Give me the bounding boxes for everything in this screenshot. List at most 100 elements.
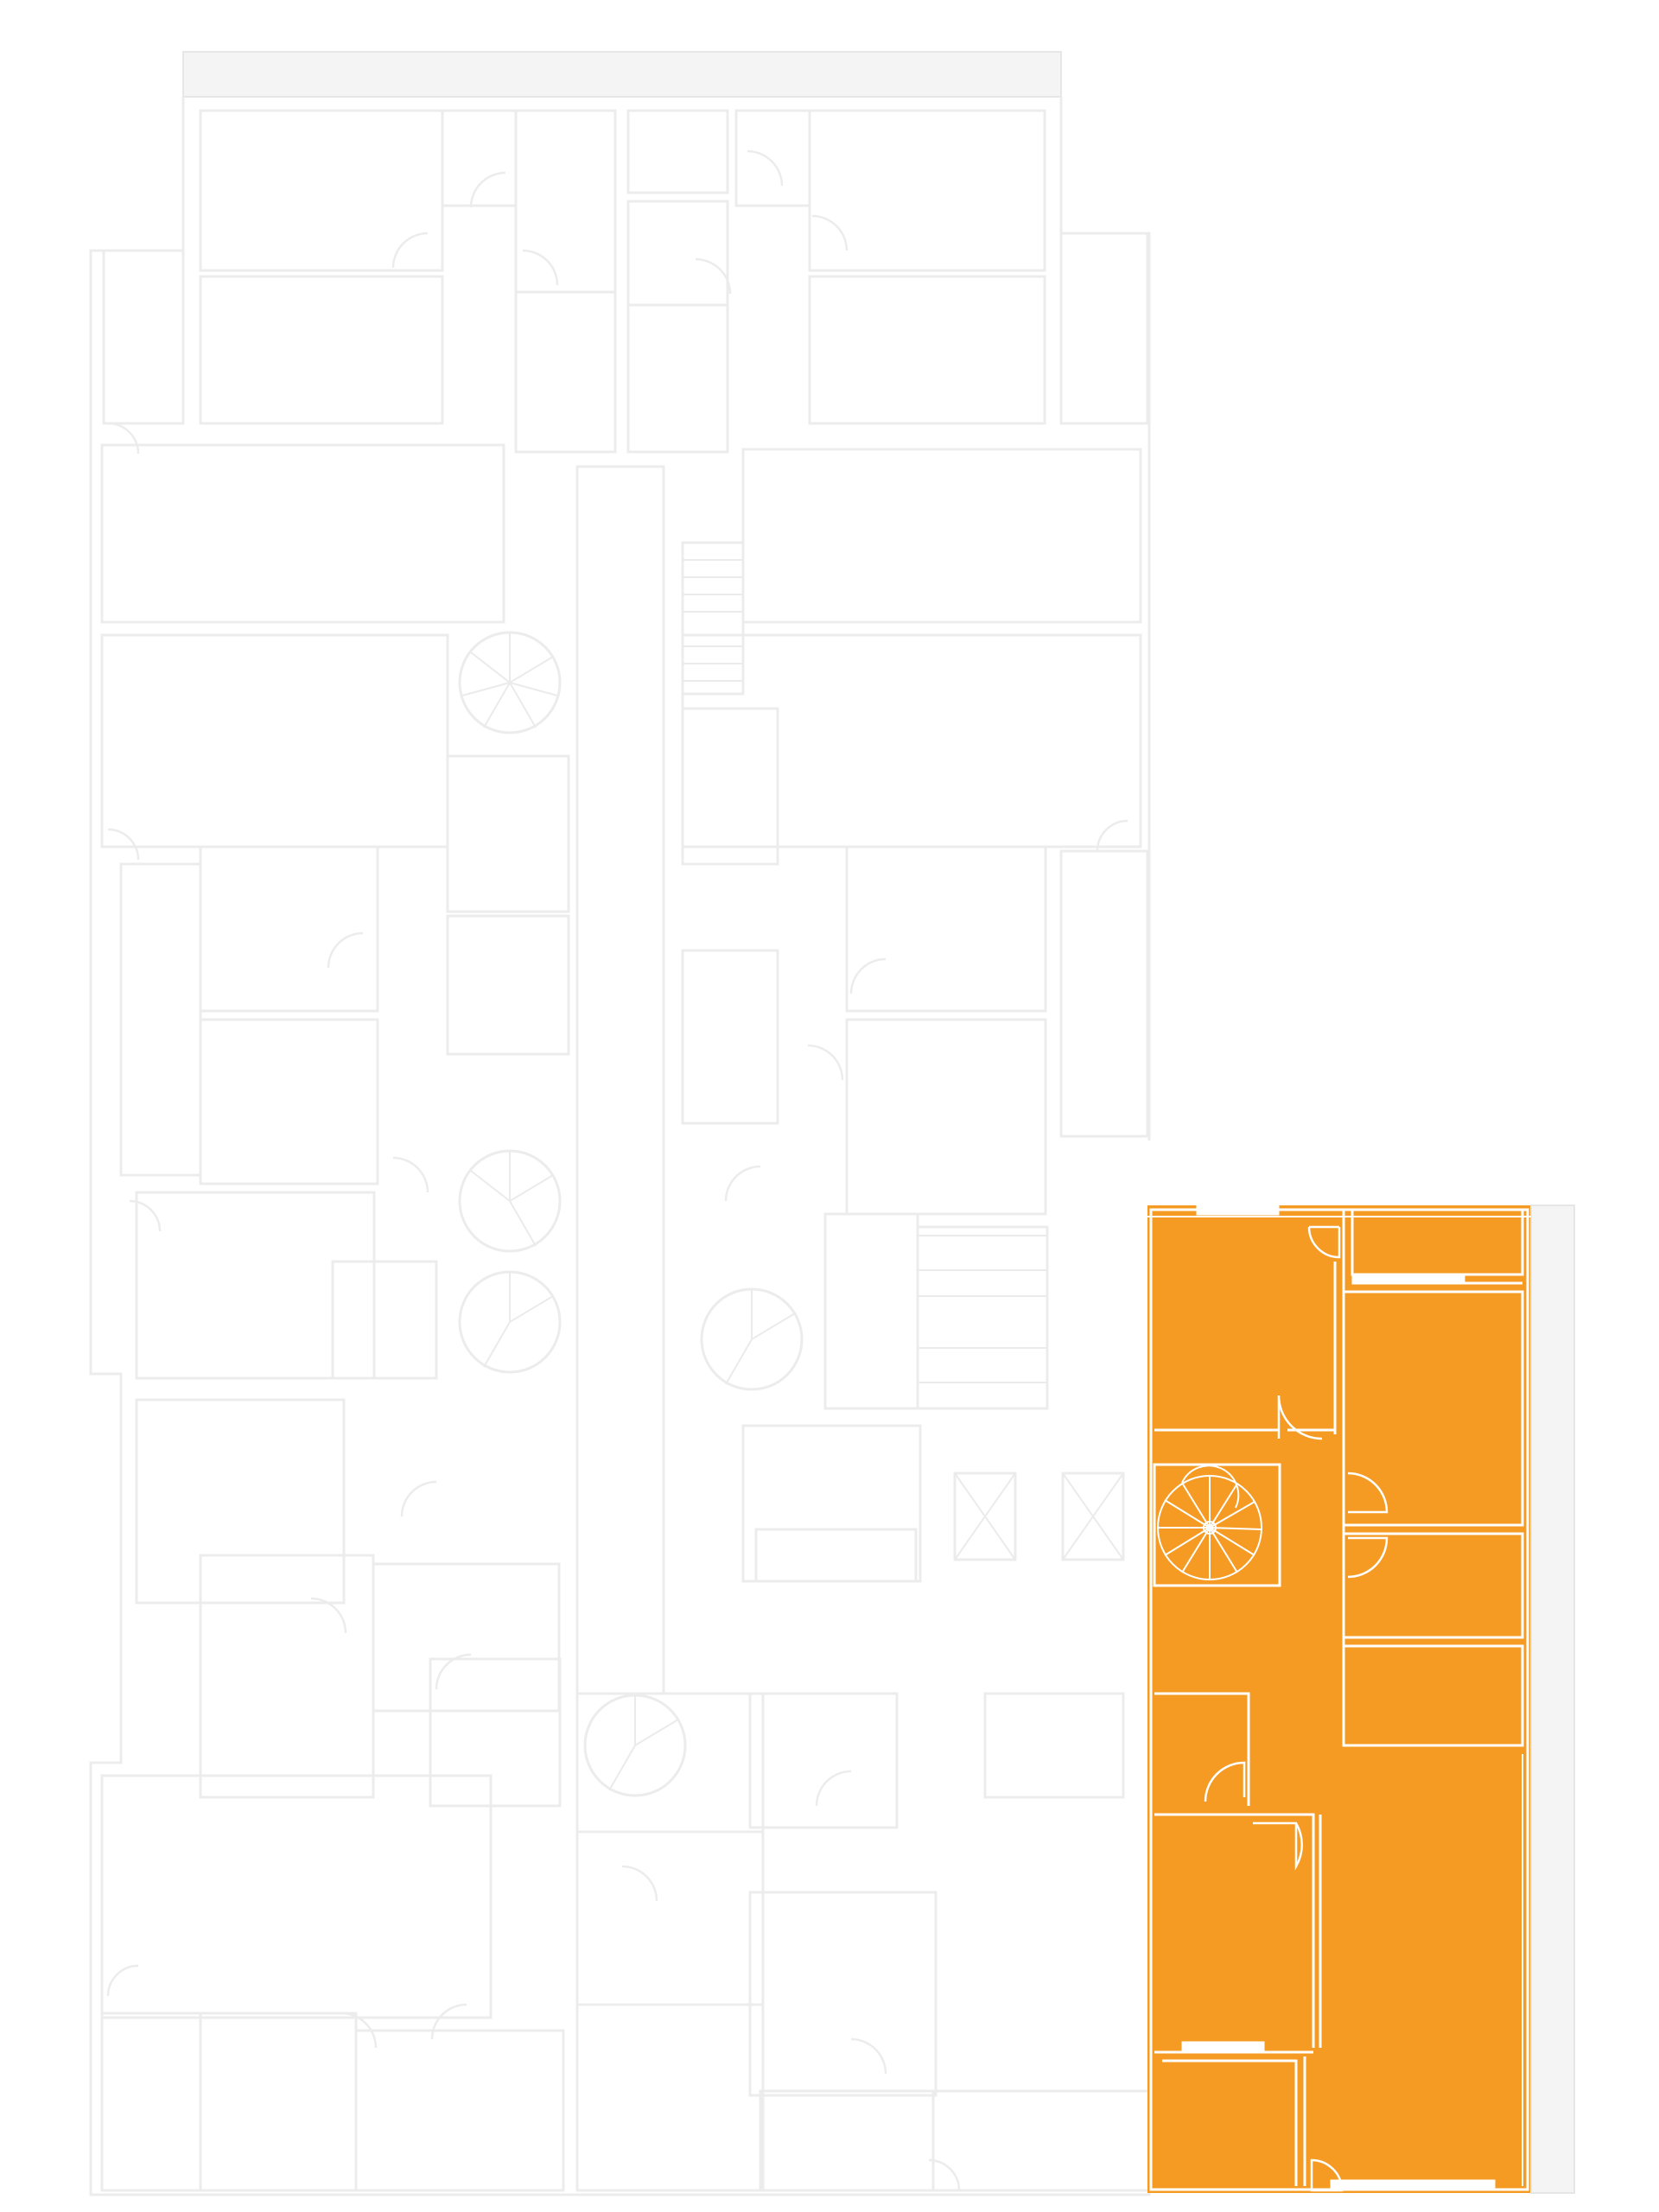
room-outline xyxy=(199,1018,379,1185)
room-outline xyxy=(199,275,444,425)
door-swing-icon xyxy=(1096,819,1128,852)
room-outline xyxy=(931,2089,1151,2192)
room-outline xyxy=(100,633,449,849)
room-outline xyxy=(446,754,570,913)
room-outline xyxy=(748,1692,899,1829)
room-outline xyxy=(119,862,202,1177)
door-swing-icon xyxy=(928,2158,961,2191)
door-swing-icon xyxy=(621,1865,658,1902)
room-outline xyxy=(199,2012,358,2192)
room-outline xyxy=(331,1260,438,1380)
room-outline xyxy=(135,1398,346,1605)
door-swing-icon xyxy=(392,1156,429,1193)
door-swing-icon xyxy=(327,931,364,969)
door-swing-icon xyxy=(106,1964,139,1997)
room-outline xyxy=(199,1554,375,1799)
door-swing-icon[interactable] xyxy=(1347,1471,1389,1514)
room-outline xyxy=(514,290,617,454)
room-outline xyxy=(199,109,444,272)
door-swing-icon xyxy=(849,957,887,995)
room-outline xyxy=(626,200,729,307)
door-swing-icon xyxy=(811,214,849,251)
door-swing-icon xyxy=(850,2037,887,2075)
door-swing-icon xyxy=(807,1044,844,1081)
door-swing-icon xyxy=(695,257,732,295)
spiral-stair-icon xyxy=(700,1287,804,1391)
door-swing-icon[interactable] xyxy=(1347,1536,1389,1579)
unit-wall xyxy=(1162,2059,1298,2186)
door-swing-icon xyxy=(391,232,429,269)
room-outline xyxy=(626,109,729,194)
window-icon xyxy=(1181,2041,1265,2053)
door-swing-icon xyxy=(129,1199,162,1232)
room-outline xyxy=(845,1018,1047,1216)
room-outline xyxy=(135,1191,376,1380)
door-swing-icon xyxy=(107,422,140,454)
room-outline xyxy=(823,1212,919,1410)
door-swing-icon[interactable] xyxy=(1204,1761,1246,1802)
room-outline xyxy=(754,1528,918,1583)
room-outline xyxy=(741,1424,922,1583)
room-outline xyxy=(808,109,1046,272)
door-swing-icon[interactable] xyxy=(1307,1225,1341,1259)
door-swing-icon[interactable] xyxy=(1277,1395,1323,1440)
room-outline xyxy=(626,303,729,454)
room-outline xyxy=(575,1692,765,1834)
top-terrace-hatch xyxy=(182,51,1062,98)
door-swing-icon xyxy=(340,2012,378,2049)
room-outline xyxy=(741,448,1142,624)
room-outline xyxy=(808,275,1046,425)
room-outline xyxy=(100,2012,202,2192)
room-outline xyxy=(354,2029,565,2192)
room-outline xyxy=(441,109,518,207)
room-outline xyxy=(514,109,617,294)
unit-wall xyxy=(1351,1210,1524,1276)
straight-stair-icon xyxy=(916,1225,1049,1410)
unit-wall xyxy=(1344,1532,1524,1639)
door-swing-icon xyxy=(400,1480,437,1517)
door-swing-icon xyxy=(107,828,140,861)
door-swing-icon xyxy=(522,249,559,286)
door-swing-icon xyxy=(435,1653,472,1690)
spiral-stair-icon xyxy=(583,1694,687,1797)
unit-floor-area[interactable] xyxy=(1147,1205,1531,2193)
window-icon xyxy=(1330,2179,1496,2191)
room-outline xyxy=(102,249,185,425)
room-outline xyxy=(100,443,505,624)
room-outline xyxy=(1059,849,1149,1138)
door-swing-icon xyxy=(724,1165,761,1202)
door-swing-icon xyxy=(747,149,784,187)
unit-wall xyxy=(1342,1644,1524,1747)
building-outline-right xyxy=(1059,97,1151,1141)
door-swing-icon xyxy=(469,171,506,208)
right-terrace-hatch xyxy=(1530,1205,1575,2194)
spiral-stair-icon xyxy=(458,1149,562,1253)
door-swing-icon[interactable] xyxy=(1310,2158,1344,2192)
room-outline xyxy=(575,2003,765,2192)
unit-wall xyxy=(1154,1692,1250,1806)
elevator-icon xyxy=(1061,1471,1125,1561)
building-outline xyxy=(89,97,1151,2196)
room-outline xyxy=(681,707,779,866)
room-outline xyxy=(681,949,779,1125)
straight-stair-icon xyxy=(681,541,745,696)
unit-wall xyxy=(1154,1813,1315,2048)
room-outline xyxy=(1059,232,1149,425)
context-floor-plan xyxy=(89,51,1151,2196)
highlighted-apartment-unit[interactable] xyxy=(1147,1205,1575,2194)
room-outline xyxy=(446,914,570,1056)
spiral-stair-icon xyxy=(458,1270,562,1374)
room-outline xyxy=(372,1562,561,1713)
door-swing-icon xyxy=(310,1597,347,1634)
room-outline xyxy=(983,1692,1125,1799)
spiral-stair-icon xyxy=(458,631,562,734)
door-swing-icon[interactable] xyxy=(1253,1821,1303,1871)
window-icon xyxy=(1196,1205,1280,1216)
door-swing-icon xyxy=(815,1770,852,1807)
room-outline xyxy=(759,2089,935,2192)
room-outline xyxy=(100,1774,493,2019)
unit-wall xyxy=(1344,1290,1524,1527)
room-outline xyxy=(429,1657,562,1808)
room-outline xyxy=(734,109,811,207)
